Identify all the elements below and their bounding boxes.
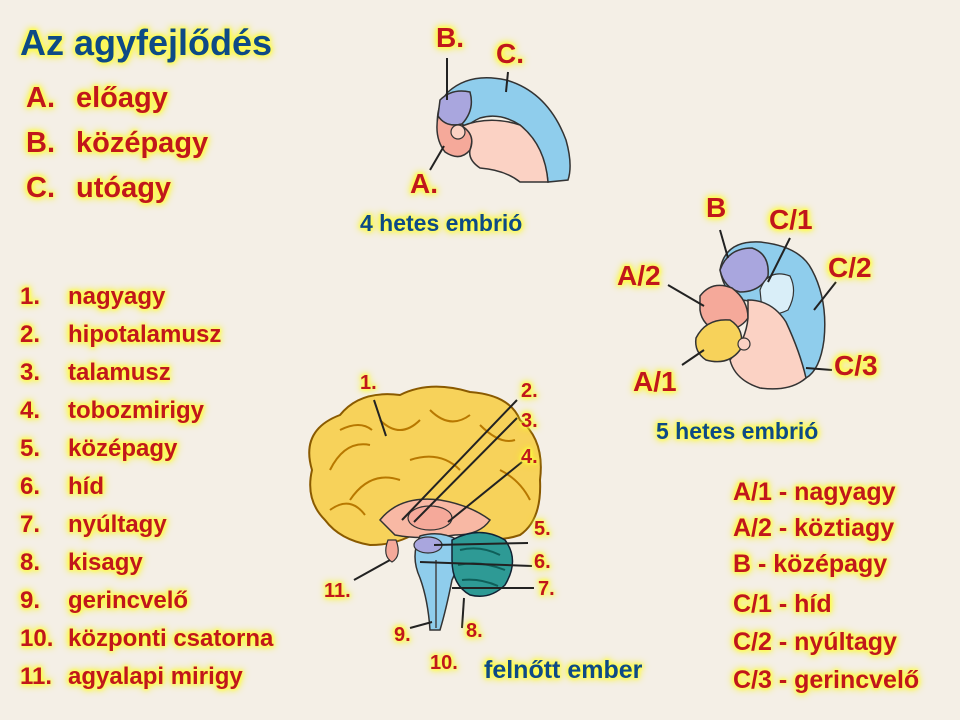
list-item: 9. gerincvelő	[20, 587, 188, 615]
legend-item: A/1 - nagyagy	[733, 478, 896, 506]
legend-item: C/2 - nyúltagy	[733, 628, 897, 656]
list-key: 2.	[20, 321, 41, 348]
adult-label-9: 9.	[394, 624, 411, 646]
list-key: 6.	[20, 473, 41, 500]
list-label: hipotalamusz	[68, 321, 222, 348]
list-label: nyúltagy	[68, 511, 167, 538]
list-label: központi csatorna	[68, 625, 274, 652]
list-item: 2. hipotalamusz	[20, 321, 221, 349]
list-item: 10. központi csatorna	[20, 625, 273, 653]
list-key: A.	[26, 82, 55, 114]
adult-label-11: 11.	[324, 580, 351, 602]
adult-label-7: 7.	[538, 578, 555, 600]
list-label: középagy	[76, 127, 209, 159]
adult-label-3: 3.	[521, 410, 538, 432]
list-item: C. utóagy	[26, 172, 171, 205]
embryo4-caption: 4 hetes embrió	[360, 210, 523, 236]
list-label: agyalapi mirigy	[68, 663, 243, 690]
adult-label-10: 10.	[430, 652, 458, 674]
adult-label-6: 6.	[534, 551, 551, 573]
list-key: 9.	[20, 587, 41, 614]
embryo5-label-b: B	[706, 192, 727, 223]
list-key: 7.	[20, 511, 41, 538]
legend-item: C/3 - gerincvelő	[733, 666, 920, 694]
adult-caption: felnőtt ember	[484, 656, 643, 684]
list-item: A. előagy	[26, 82, 168, 115]
list-item: B. középagy	[26, 127, 208, 160]
list-item: 7. nyúltagy	[20, 511, 167, 539]
list-key: C.	[26, 172, 55, 204]
list-label: híd	[68, 473, 104, 500]
list-key: 4.	[20, 397, 41, 424]
list-item: 5. középagy	[20, 435, 177, 463]
list-item: 4. tobozmirigy	[20, 397, 204, 425]
adult-label-8: 8.	[466, 620, 483, 642]
adult-label-5: 5.	[534, 518, 551, 540]
list-label: nagyagy	[68, 283, 166, 310]
list-label: tobozmirigy	[68, 397, 204, 424]
list-label: kisagy	[68, 549, 143, 576]
legend-item: B - középagy	[733, 550, 888, 578]
embryo5-label-c3: C/3	[834, 350, 878, 381]
page-title: Az agyfejlődés	[20, 22, 273, 63]
list-key: 8.	[20, 549, 41, 576]
list-label: középagy	[68, 435, 178, 462]
embryo4-label-c: C.	[496, 38, 524, 69]
list-item: 8. kisagy	[20, 549, 143, 577]
list-item: 1. nagyagy	[20, 283, 165, 311]
list-key: 5.	[20, 435, 41, 462]
list-label: gerincvelő	[68, 587, 189, 614]
adult-label-2: 2.	[521, 380, 538, 402]
embryo-4-week-drawing	[429, 58, 571, 183]
embryo4-label-a: A.	[410, 168, 438, 199]
adult-brain-drawing	[308, 385, 542, 631]
adult-label-1: 1.	[360, 372, 377, 394]
embryo4-label-b: B.	[436, 22, 464, 53]
legend-item: C/1 - híd	[733, 590, 832, 618]
list-label: előagy	[76, 82, 168, 114]
list-label: utóagy	[76, 172, 172, 204]
embryo5-label-a2: A/2	[617, 260, 661, 291]
list-key: 1.	[20, 283, 41, 310]
list-item: 6. híd	[20, 473, 104, 501]
list-item: 11. agyalapi mirigy	[20, 663, 243, 691]
embryo5-caption: 5 hetes embrió	[656, 418, 819, 444]
adult-label-4: 4.	[521, 446, 538, 468]
list-item: 3. talamusz	[20, 359, 171, 387]
list-key: 10.	[20, 625, 54, 652]
embryo5-label-c2: C/2	[828, 252, 872, 283]
embryo5-label-a1: A/1	[633, 366, 677, 397]
list-key: 3.	[20, 359, 41, 386]
list-key: B.	[26, 127, 55, 159]
list-label: talamusz	[68, 359, 171, 386]
legend-item: A/2 - köztiagy	[733, 514, 895, 542]
list-key: 11.	[20, 663, 53, 690]
embryo-5-week-drawing	[667, 229, 837, 390]
embryo5-label-c1: C/1	[769, 204, 813, 235]
